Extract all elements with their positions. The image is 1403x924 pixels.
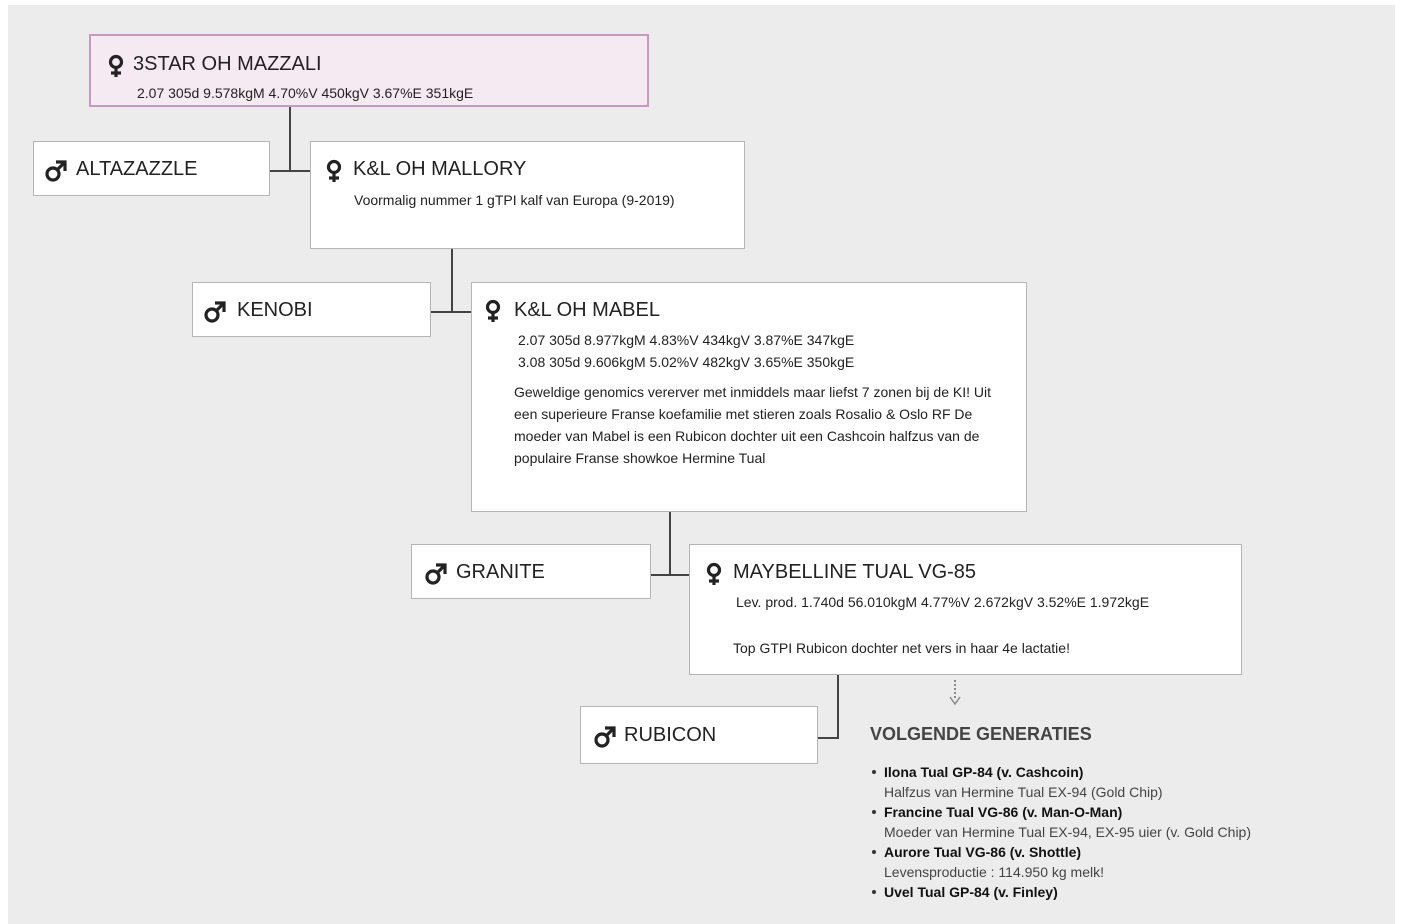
descendant-description: Moeder van Hermine Tual EX-94, EX-95 uie… (884, 824, 1252, 840)
descendant-name: Aurore Tual VG-86 (v. Shottle) (884, 844, 1082, 860)
connector-line (650, 574, 690, 576)
female-symbol-icon (108, 54, 124, 77)
production-stats: Lev. prod. 1.740d 56.010kgM 4.77%V 2.672… (736, 594, 1150, 610)
animal-name: K&L OH MALLORY (353, 158, 527, 180)
female-symbol-icon (706, 562, 722, 585)
animal-note: Geweldige genomics vererver met inmiddel… (514, 384, 991, 466)
male-symbol-icon (594, 726, 616, 748)
descendant-description: Halfzus van Hermine Tual EX-94 (Gold Chi… (884, 784, 1163, 800)
animal-name: 3STAR OH MAZZALI (133, 53, 322, 75)
connector-line (451, 248, 453, 312)
connector-line (430, 311, 472, 313)
generations-list: Ilona Tual GP-84 (v. Cashcoin) Halfzus v… (870, 762, 1251, 902)
production-stats: 3.08 305d 9.606kgM 5.02%V 482kgV 3.65%E … (518, 354, 855, 370)
animal-name: K&L OH MABEL (514, 299, 660, 321)
descendant-name: Ilona Tual GP-84 (v. Cashcoin) (884, 764, 1084, 780)
connector-line (269, 170, 311, 172)
list-item: Uvel Tual GP-84 (v. Finley) (870, 882, 1251, 902)
dam-card[interactable]: K&L OH MALLORY Voormalig nummer 1 gTPI k… (310, 141, 745, 249)
list-item: Aurore Tual VG-86 (v. Shottle) Levenspro… (870, 842, 1251, 882)
generations-title: VOLGENDE GENERATIES (870, 724, 1092, 744)
animal-name: KENOBI (237, 299, 313, 321)
animal-name: MAYBELLINE TUAL VG-85 (733, 561, 977, 583)
animal-name: GRANITE (456, 561, 545, 583)
animal-note: Top GTPI Rubicon dochter net vers in haa… (733, 640, 1070, 656)
descendant-description: Levensproductie : 114.950 kg melk! (884, 864, 1104, 880)
animal-name: ALTAZAZZLE (76, 158, 198, 180)
dam-card[interactable]: 3STAR OH MAZZALI 2.07 305d 9.578kgM 4.70… (89, 34, 649, 107)
sire-card[interactable]: RUBICON (580, 706, 818, 764)
dam-card[interactable]: MAYBELLINE TUAL VG-85 Lev. prod. 1.740d … (689, 544, 1242, 675)
production-stats: 2.07 305d 9.578kgM 4.70%V 450kgV 3.67%E … (137, 85, 474, 101)
male-symbol-icon (45, 160, 67, 182)
connector-line (669, 511, 671, 575)
male-symbol-icon (425, 563, 447, 585)
sire-card[interactable]: ALTAZAZZLE (33, 141, 270, 196)
connector-line (289, 107, 291, 171)
sire-card[interactable]: KENOBI (192, 282, 431, 337)
production-stats: 2.07 305d 8.977kgM 4.83%V 434kgV 3.87%E … (518, 332, 855, 348)
descendant-name: Uvel Tual GP-84 (v. Finley) (884, 884, 1058, 900)
female-symbol-icon (326, 159, 342, 182)
descendant-name: Francine Tual VG-86 (v. Man-O-Man) (884, 804, 1123, 820)
connector-line (817, 737, 839, 739)
list-item: Ilona Tual GP-84 (v. Cashcoin) Halfzus v… (870, 762, 1251, 802)
animal-note: Voormalig nummer 1 gTPI kalf van Europa … (354, 192, 675, 208)
female-symbol-icon (485, 299, 501, 322)
dotted-arrow-down-icon (949, 680, 961, 706)
male-symbol-icon (204, 301, 226, 323)
animal-name: RUBICON (624, 724, 717, 746)
list-item: Francine Tual VG-86 (v. Man-O-Man) Moede… (870, 802, 1251, 842)
dam-card[interactable]: K&L OH MABEL 2.07 305d 8.977kgM 4.83%V 4… (471, 282, 1027, 512)
connector-line (837, 674, 839, 738)
sire-card[interactable]: GRANITE (411, 544, 651, 599)
